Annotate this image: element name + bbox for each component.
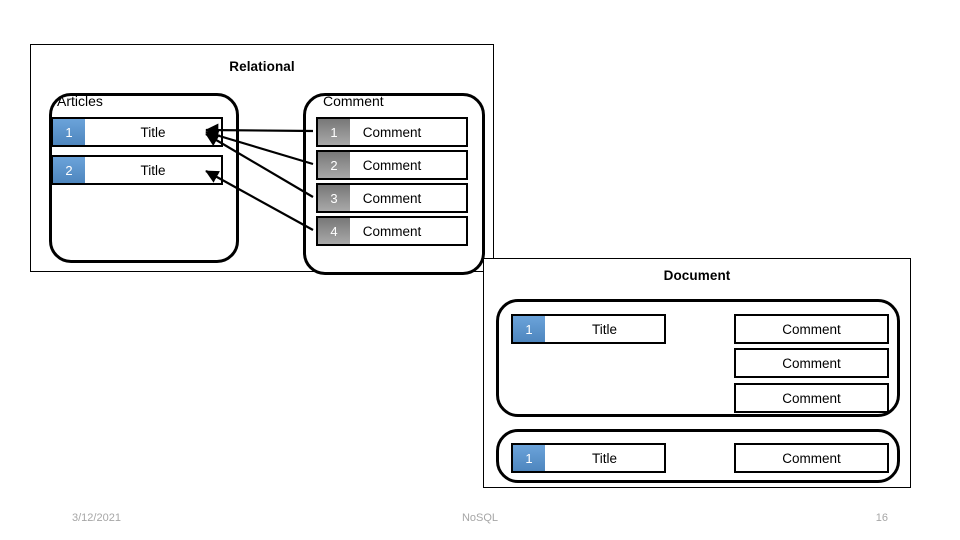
- document-section-title: Document: [663, 268, 731, 283]
- document-card-comment: Comment: [734, 383, 889, 413]
- articles-row-id: 1: [53, 119, 85, 145]
- document-section-frame: Document 1 Title Comment Comment Comment…: [483, 258, 911, 488]
- footer-page-number: 16: [875, 512, 888, 524]
- comment-row-id: 4: [318, 218, 350, 244]
- relational-section-frame: Relational Articles 1 Title 2 Title Comm…: [30, 44, 494, 275]
- document-card-comment: Comment: [734, 314, 889, 344]
- document-card-comment: Comment: [734, 348, 889, 378]
- document-card-title: Title: [545, 445, 664, 471]
- comment-row-text: Comment: [350, 119, 434, 145]
- comment-row[interactable]: 3 Comment 1: [316, 183, 468, 213]
- articles-row-title: Title: [85, 157, 221, 183]
- document-card-title-row: 1 Title: [511, 314, 666, 344]
- comment-row-text: Comment: [350, 185, 434, 211]
- comment-row-text: Comment: [350, 218, 434, 244]
- comment-table-label: Comment: [323, 93, 384, 109]
- comment-row-id: 3: [318, 185, 350, 211]
- document-card-comment: Comment: [734, 443, 889, 473]
- relational-section-title: Relational: [229, 59, 295, 74]
- articles-row-title: Title: [85, 119, 221, 145]
- comment-row-foreign-key: 1: [446, 190, 454, 206]
- document-card[interactable]: 1 Title Comment: [496, 429, 900, 483]
- articles-row[interactable]: 2 Title: [51, 155, 223, 185]
- document-card-title: Title: [545, 316, 664, 342]
- articles-row-id: 2: [53, 157, 85, 183]
- articles-table-label: Articles: [57, 93, 103, 109]
- comment-row-foreign-key: 2: [446, 223, 454, 239]
- document-card[interactable]: 1 Title Comment Comment Comment: [496, 299, 900, 417]
- comment-row-id: 2: [318, 152, 350, 178]
- comment-row[interactable]: 2 Comment 1: [316, 150, 468, 180]
- footer-title: NoSQL: [461, 512, 499, 524]
- articles-row[interactable]: 1 Title: [51, 117, 223, 147]
- document-card-id: 1: [513, 316, 545, 342]
- document-card-title-row: 1 Title: [511, 443, 666, 473]
- comment-row-text: Comment: [350, 152, 434, 178]
- comment-row-foreign-key: 1: [446, 157, 454, 173]
- document-card-id: 1: [513, 445, 545, 471]
- comment-row-id: 1: [318, 119, 350, 145]
- comment-row[interactable]: 4 Comment 2: [316, 216, 468, 246]
- comment-row-foreign-key: 1: [446, 124, 454, 140]
- footer-date: 3/12/2021: [72, 512, 121, 524]
- comment-row[interactable]: 1 Comment 1: [316, 117, 468, 147]
